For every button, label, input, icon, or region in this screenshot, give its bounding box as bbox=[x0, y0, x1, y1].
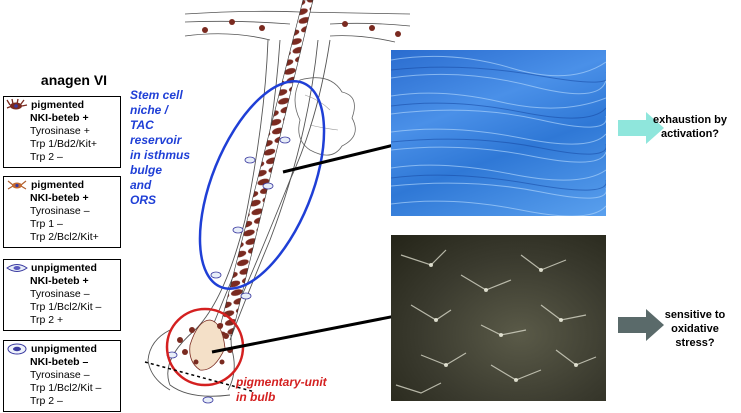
pigmented-bipolar-melanocyte-icon bbox=[7, 180, 27, 190]
legend-box-pigmented-tyrosinase-negative: pigmented NKI-beteb + Tyrosinase – Trp 1… bbox=[3, 176, 121, 248]
outcome-bottom-text: sensitive to oxidative stress? bbox=[650, 308, 740, 350]
legend-box-unpigmented-nki-negative: unpigmented NKI-beteb – Tyrosinase – Trp… bbox=[3, 340, 121, 412]
sheath-cells bbox=[166, 136, 291, 404]
legend-box-pigmented-tyrosinase-positive: pigmented NKI-beteb + Tyrosinase + Trp 1… bbox=[3, 96, 121, 168]
dermal-boundary-line bbox=[144, 361, 256, 393]
legend-line: Trp 2 – bbox=[30, 395, 63, 407]
label-line: in isthmus bbox=[130, 148, 191, 162]
legend-line: Trp 1/Bd2/Kit+ bbox=[30, 138, 98, 150]
outcome-arrow-top bbox=[618, 112, 664, 144]
label-line: Stem cell bbox=[130, 88, 183, 102]
outcome-line: exhaustion by bbox=[653, 114, 727, 126]
melanocyte-culture bbox=[395, 249, 597, 394]
legend-line: Trp 1/Bcl2/Kit – bbox=[30, 382, 102, 394]
fibroblast-streaks bbox=[391, 55, 606, 216]
label-line: in bulb bbox=[236, 390, 276, 404]
legend-line: Trp 2 – bbox=[30, 151, 63, 163]
stem-cell-niche-label: Stem cell niche / TAC reservoir in isthm… bbox=[130, 88, 220, 208]
label-line: ORS bbox=[130, 193, 157, 207]
hair-shaft bbox=[217, 0, 314, 336]
legend-status: unpigmented bbox=[31, 261, 97, 274]
label-line: pigmentary-unit bbox=[236, 375, 327, 389]
legend-line: Tyrosinase + bbox=[30, 125, 90, 137]
legend-line: Trp 1 – bbox=[30, 218, 63, 230]
unpigmented-oval-cell-icon bbox=[7, 343, 27, 355]
legend-line: Tyrosinase – bbox=[30, 369, 90, 381]
label-line: TAC bbox=[130, 118, 154, 132]
pigmentary-unit-label: pigmentary-unit in bulb bbox=[236, 375, 346, 405]
label-line: and bbox=[130, 178, 152, 192]
epidermal-melanocytes bbox=[202, 19, 401, 37]
outcome-line: oxidative bbox=[671, 323, 719, 335]
legend-status: pigmented bbox=[31, 178, 85, 191]
legend-line: Tyrosinase – bbox=[30, 288, 90, 300]
legend-status: unpigmented bbox=[31, 342, 97, 355]
epidermis bbox=[184, 10, 411, 43]
label-line: reservoir bbox=[130, 133, 182, 147]
stem-cell-niche-ellipse bbox=[198, 80, 326, 290]
pigmented-dendritic-melanocyte-icon bbox=[6, 98, 28, 110]
bottom-micrograph-image bbox=[391, 235, 606, 401]
outcome-line: stress? bbox=[675, 337, 715, 349]
unpigmented-spindle-cell-icon bbox=[6, 264, 28, 272]
outcome-top-text: exhaustion by activation? bbox=[640, 113, 740, 141]
legend-line: Tyrosinase – bbox=[30, 205, 90, 217]
sebaceous-gland bbox=[294, 77, 356, 156]
outcome-line: activation? bbox=[660, 128, 720, 140]
legend-marker: NKI-beteb + bbox=[30, 192, 89, 204]
top-micrograph-image bbox=[391, 50, 606, 216]
outcome-line: sensitive to bbox=[664, 309, 726, 321]
legend-marker: NKI-beteb + bbox=[30, 275, 89, 287]
legend-box-unpigmented-trp2-positive: unpigmented NKI-beteb + Tyrosinase – Trp… bbox=[3, 259, 121, 331]
legend-line: Trp 2 + bbox=[30, 314, 64, 326]
legend-line: Trp 1/Bcl2/Kit – bbox=[30, 301, 102, 313]
legend-marker: NKI-beteb + bbox=[30, 112, 89, 124]
legend-status: pigmented bbox=[31, 98, 85, 111]
legend-line: Trp 2/Bcl2/Kit+ bbox=[30, 231, 99, 243]
legend-marker: NKI-beteb – bbox=[30, 356, 89, 368]
label-line: bulge bbox=[130, 163, 162, 177]
legend-title: anagen VI bbox=[40, 72, 108, 88]
outcome-arrow-bottom bbox=[618, 309, 664, 341]
label-line: niche / bbox=[130, 103, 169, 117]
